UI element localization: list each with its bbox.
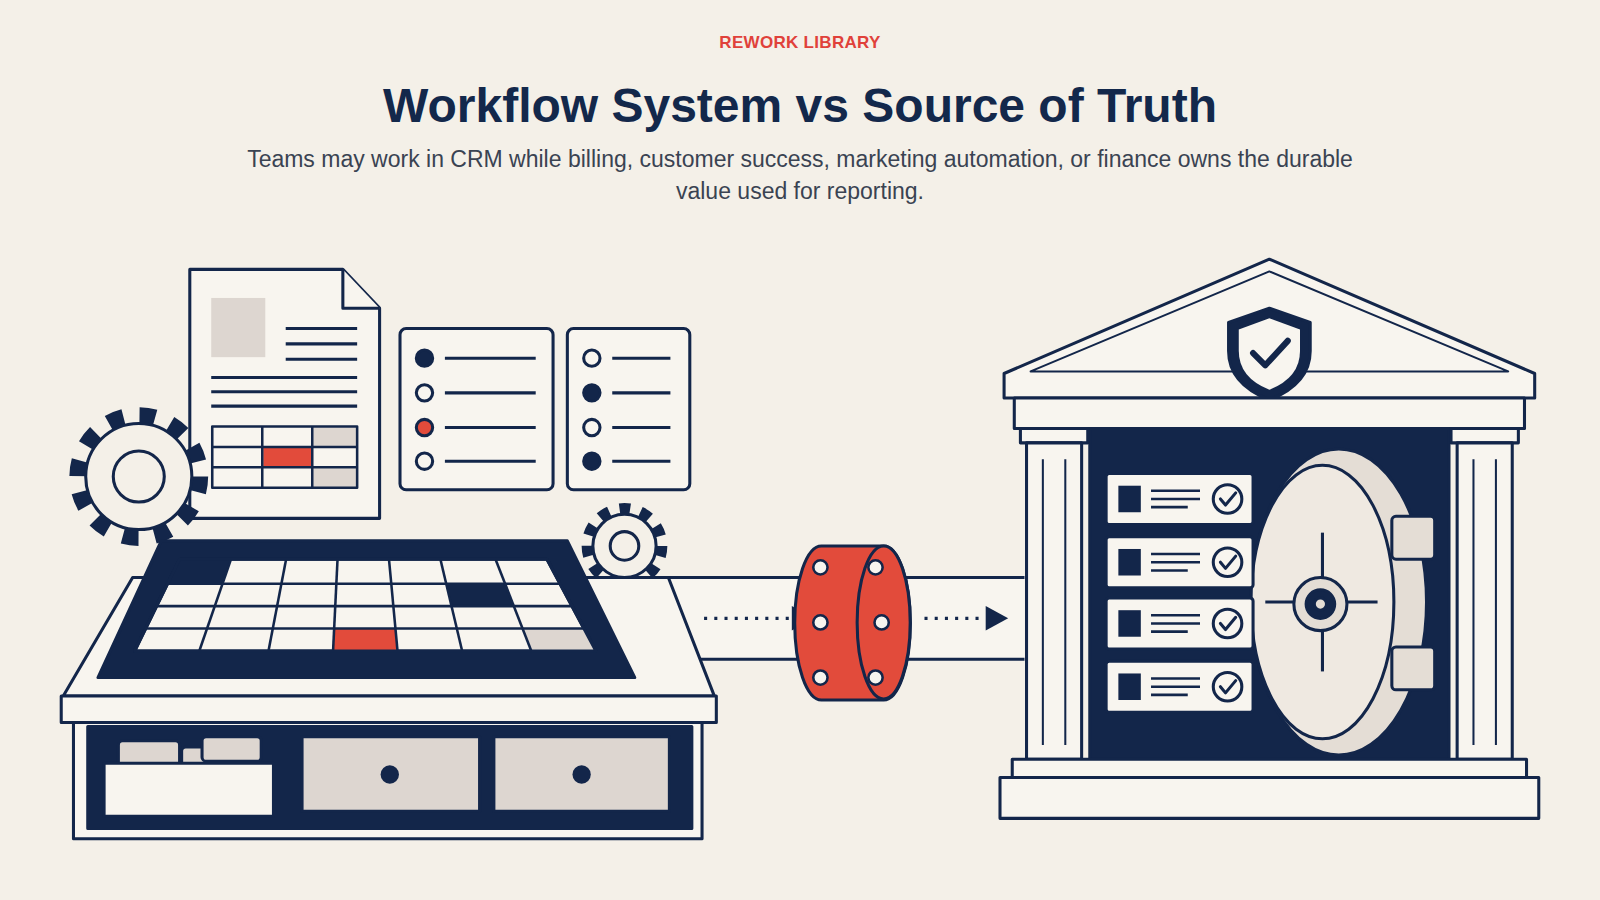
pipe-coupling <box>795 546 911 700</box>
checklist-icon <box>400 329 690 490</box>
page-caption: Teams may work in CRM while billing, cus… <box>240 143 1360 207</box>
gear-icon <box>80 417 198 535</box>
document-icon <box>190 269 380 518</box>
small-gear-icon <box>589 510 660 581</box>
desk <box>61 541 716 839</box>
bank-vault <box>1000 259 1539 818</box>
page-title: Workflow System vs Source of Truth <box>0 78 1600 133</box>
kicker-label: REWORK LIBRARY <box>0 33 1600 53</box>
